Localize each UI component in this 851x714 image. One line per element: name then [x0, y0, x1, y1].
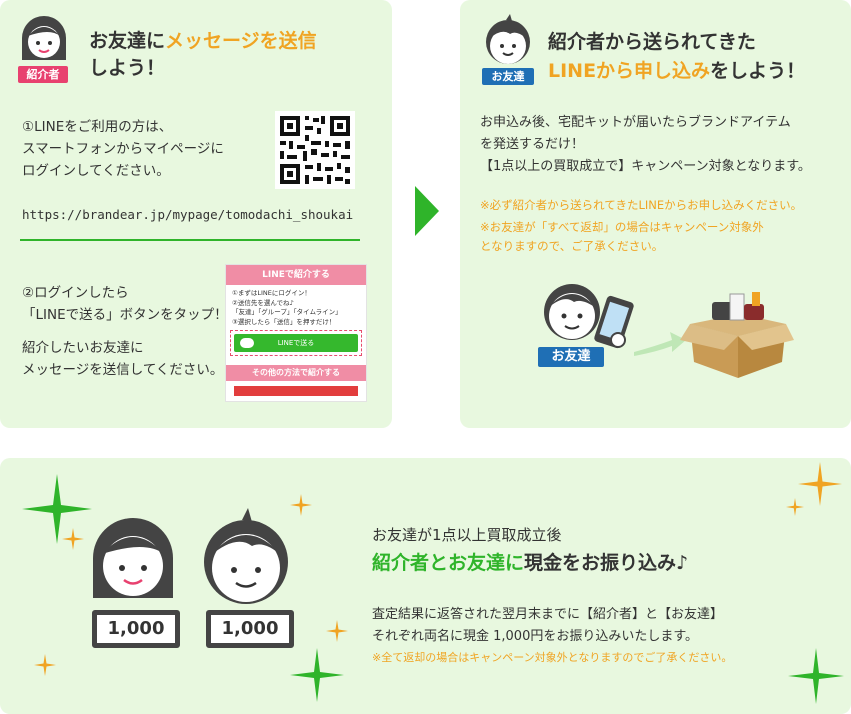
friend-badge: お友達: [482, 68, 534, 85]
mini-red-bar: [234, 386, 358, 396]
step2-note-line: ※必ず紹介者から送られてきたLINEからお申し込みください。: [480, 198, 803, 212]
cash-sign-friend: 1,000: [206, 610, 294, 648]
arrow-right-icon: [415, 186, 439, 236]
step1-send-instructions: 紹介したいお友達に メッセージを送信してください。: [22, 340, 224, 378]
step1-panel: 紹介者 お友達にメッセージを送信 しよう！ ①LINEをご利用の方は、 スマート…: [0, 0, 392, 428]
step2-instructions: お申込み後、宅配キットが届いたらブランドアイテム を発送するだけ！ 【1点以上の…: [480, 115, 811, 174]
woman-holding-cash-illustration: [93, 518, 173, 598]
step1-login-instructions: ①LINEをご利用の方は、 スマートフォンからマイページに ログインしてください…: [22, 119, 224, 179]
arrow-right-icon: [634, 332, 686, 356]
mini-steps: ①まずはLINEにログイン！ ②送信先を選んでね♪ 「友達」「グループ」「タイム…: [232, 289, 342, 326]
boy-holding-cash-illustration: [204, 508, 288, 604]
sparkle-icon: [290, 648, 344, 702]
sparkle-icon: [326, 620, 348, 642]
mini-button-highlight: LINEで送る: [230, 330, 362, 356]
divider: [20, 239, 360, 241]
boy-avatar-icon: [486, 14, 530, 64]
step3-panel: 1,000 1,000 お友達が1点以上買取成立後 紹介者とお友達に現金をお振り…: [0, 458, 851, 714]
sparkle-icon: [62, 528, 84, 550]
line-send-button[interactable]: LINEで送る: [234, 334, 358, 352]
step2-note-return: ※お友達が「すべて返却」の場合はキャンペーン対象外 となりますので、ご了承くださ…: [480, 220, 764, 253]
step2-panel: お友達 紹介者から送られてきた LINEから申し込みをしよう！ お申込み後、宅配…: [460, 0, 851, 428]
mini-header-other: その他の方法で紹介する: [226, 365, 366, 381]
friend-with-phone-illustration: [544, 284, 634, 349]
step3-payment-details: 査定結果に返答された翌月末までに【紹介者】と【お友達】 それぞれ両名に現金 1,…: [372, 607, 724, 644]
sparkle-icon: [786, 498, 804, 516]
sparkle-icon: [34, 654, 56, 676]
sparkle-icon: [798, 462, 842, 506]
mypage-url-link[interactable]: https://brandear.jp/mypage/tomodachi_sho…: [22, 207, 354, 222]
sparkle-icon: [290, 494, 312, 516]
line-send-screen-image: LINEで紹介する ①まずはLINEにログイン！ ②送信先を選んでね♪ 「友達」…: [225, 264, 367, 402]
sparkle-icon: [788, 648, 844, 704]
woman-avatar-icon: [22, 16, 66, 60]
qr-code-icon: [275, 111, 355, 189]
step2-title: 紹介者から送られてきた LINEから申し込みをしよう！: [548, 31, 806, 82]
shipping-box-icon: [680, 292, 794, 378]
cash-sign-introducer: 1,000: [92, 610, 180, 648]
step3-note: ※全て返却の場合はキャンペーン対象外となりますのでご了承ください。: [372, 651, 733, 664]
sparkle-icon: [22, 474, 92, 544]
smartphone-icon: [594, 295, 634, 349]
introducer-badge: 紹介者: [18, 66, 68, 83]
step3-condition: お友達が1点以上買取成立後: [372, 526, 562, 544]
friend-illustration-badge: お友達: [538, 347, 604, 367]
mini-header: LINEで紹介する: [226, 265, 366, 285]
step1-title: お友達にメッセージを送信 しよう！: [89, 30, 317, 79]
line-logo-icon: [240, 338, 254, 348]
step3-title: 紹介者とお友達に現金をお振り込み♪: [372, 552, 689, 574]
step1-tap-instructions: ②ログインしたら 「LINEで送る」ボタンをタップ！: [22, 285, 228, 323]
